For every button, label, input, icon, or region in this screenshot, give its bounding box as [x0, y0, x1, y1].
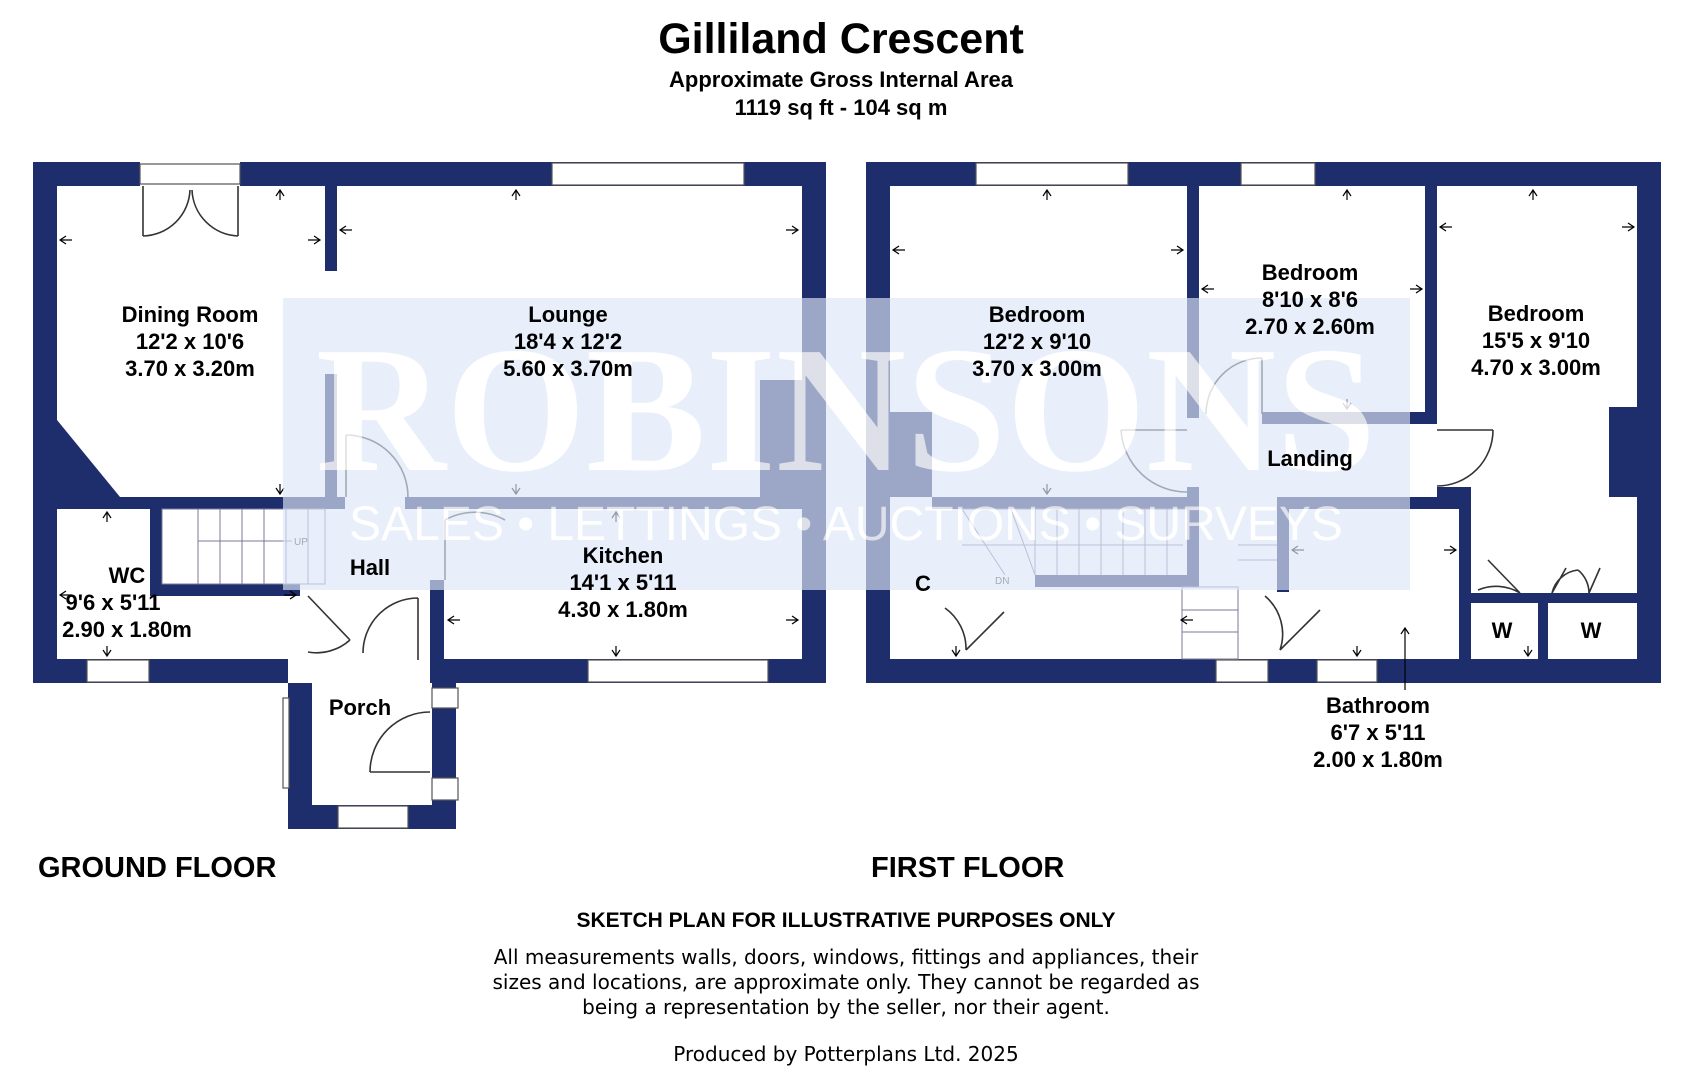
- watermark: ROBINSONS SALES • LETTINGS • AUCTIONS • …: [283, 298, 1410, 590]
- room-bedroom1-imperial: 12'2 x 9'10: [983, 329, 1091, 354]
- plan-area: 1119 sq ft - 104 sq m: [735, 95, 948, 120]
- room-bedroom2-imperial: 8'10 x 8'6: [1262, 287, 1358, 312]
- room-porch-name: Porch: [329, 695, 391, 720]
- room-bedroom3-metric: 4.70 x 3.00m: [1471, 355, 1601, 380]
- room-bedroom2-name: Bedroom: [1262, 260, 1359, 285]
- room-lounge-imperial: 18'4 x 12'2: [514, 329, 622, 354]
- disclaimer-line-1: All measurements walls, doors, windows, …: [494, 945, 1199, 969]
- ground-floor-labels: Dining Room 12'2 x 10'6 3.70 x 3.20m Lou…: [62, 302, 688, 720]
- room-landing-name: Landing: [1267, 446, 1353, 471]
- room-bedroom1-metric: 3.70 x 3.00m: [972, 356, 1102, 381]
- plan-title: Gilliland Crescent: [658, 15, 1024, 63]
- room-kitchen-imperial: 14'1 x 5'11: [569, 570, 676, 595]
- room-bedroom1-name: Bedroom: [989, 302, 1086, 327]
- room-bedroom2-metric: 2.70 x 2.60m: [1245, 314, 1375, 339]
- first-floor-labels: Bedroom 12'2 x 9'10 3.70 x 3.00m Bedroom…: [915, 260, 1602, 772]
- room-bedroom3-name: Bedroom: [1488, 301, 1585, 326]
- room-wardrobe1-name: W: [1492, 618, 1513, 643]
- room-bathroom-imperial: 6'7 x 5'11: [1331, 720, 1426, 745]
- room-wc-metric: 2.90 x 1.80m: [62, 617, 192, 642]
- room-lounge-metric: 5.60 x 3.70m: [503, 356, 633, 381]
- room-kitchen-metric: 4.30 x 1.80m: [558, 597, 688, 622]
- room-dining-metric: 3.70 x 3.20m: [125, 356, 255, 381]
- room-bathroom-name: Bathroom: [1326, 693, 1430, 718]
- room-bathroom-metric: 2.00 x 1.80m: [1313, 747, 1443, 772]
- room-wardrobe2-name: W: [1581, 618, 1602, 643]
- first-floor-label: FIRST FLOOR: [871, 852, 1064, 884]
- room-bedroom3-imperial: 15'5 x 9'10: [1482, 328, 1590, 353]
- disclaimer-line-2: sizes and locations, are approximate onl…: [492, 970, 1199, 994]
- room-kitchen-name: Kitchen: [583, 543, 664, 568]
- room-lounge-name: Lounge: [528, 302, 607, 327]
- ground-floor-label: GROUND FLOOR: [38, 852, 276, 884]
- watermark-tagline: SALES • LETTINGS • AUCTIONS • SURVEYS: [349, 498, 1343, 551]
- room-dining-name: Dining Room: [122, 302, 259, 327]
- room-wc-imperial: 9'6 x 5'11: [66, 590, 161, 615]
- disclaimer-title: SKETCH PLAN FOR ILLUSTRATIVE PURPOSES ON…: [576, 909, 1115, 932]
- plan-subtitle: Approximate Gross Internal Area: [669, 67, 1014, 92]
- room-wc-name: WC: [109, 563, 146, 588]
- ground-stairs-icon: [161, 508, 326, 585]
- room-hall-name: Hall: [350, 555, 390, 580]
- room-cupboard-name: C: [915, 571, 931, 596]
- disclaimer-line-3: being a representation by the seller, no…: [582, 995, 1110, 1019]
- room-dining-imperial: 12'2 x 10'6: [136, 329, 244, 354]
- credit: Produced by Potterplans Ltd. 2025: [673, 1042, 1018, 1066]
- watermark-brand: ROBINSONS: [316, 310, 1376, 509]
